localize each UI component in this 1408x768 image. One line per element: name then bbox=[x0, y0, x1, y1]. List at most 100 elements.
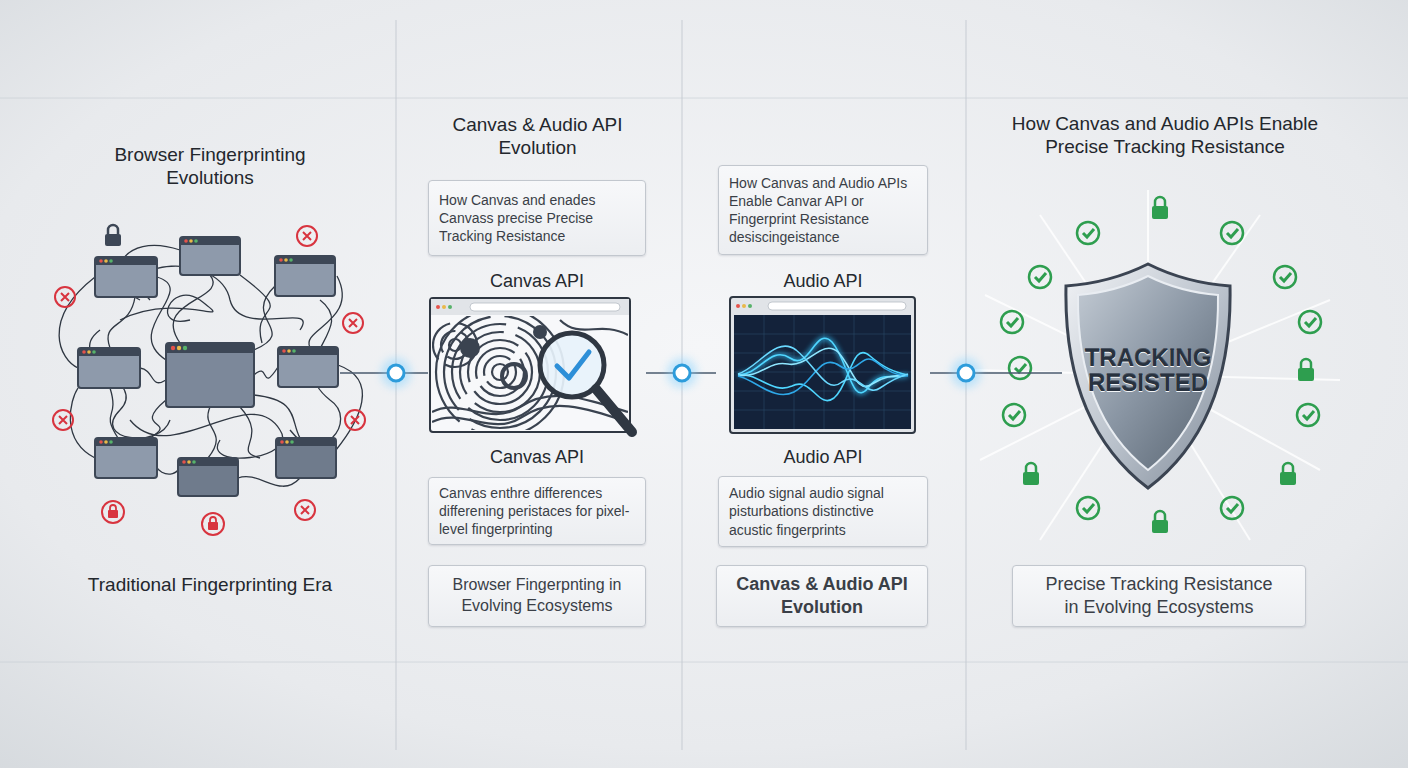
timeline-dot bbox=[381, 358, 411, 388]
browser-window-icons bbox=[282, 349, 286, 353]
timeline-connector bbox=[646, 372, 716, 374]
text-box: Precise Tracking Resistance in Evolving … bbox=[1012, 565, 1306, 627]
tangled-connections bbox=[140, 368, 166, 383]
timeline-dot bbox=[951, 358, 981, 388]
browser-window-icons bbox=[99, 259, 103, 263]
audio-window-illustration bbox=[734, 334, 911, 335]
check-icons bbox=[1029, 266, 1051, 288]
browser-window-icons bbox=[285, 440, 289, 444]
green-lock-icons bbox=[1023, 197, 1314, 533]
canvas-window-illustration bbox=[557, 352, 589, 378]
canvas-window-illustration bbox=[442, 305, 446, 309]
timeline-dot bbox=[381, 358, 411, 388]
check-icons bbox=[1303, 411, 1314, 419]
blocked-icons bbox=[303, 232, 311, 240]
column-label: How Canvas and Audio APIs Enable Precise… bbox=[985, 112, 1345, 158]
canvas-window-illustration bbox=[432, 316, 628, 430]
blocked-icons bbox=[345, 410, 365, 430]
green-lock-icons bbox=[1283, 463, 1293, 472]
tangled-connections bbox=[70, 388, 95, 458]
shield-outline bbox=[1066, 264, 1230, 488]
browser-window-icons bbox=[109, 440, 113, 444]
check-icons bbox=[1221, 222, 1243, 244]
lock-icons bbox=[110, 505, 116, 510]
browser-window-icons bbox=[177, 346, 181, 350]
browser-window-icons bbox=[278, 347, 338, 387]
box-text: How Canvas and Audio APIs Enable Canvar … bbox=[729, 174, 917, 247]
browser-window-icons bbox=[276, 438, 336, 446]
timeline-segment bbox=[340, 372, 428, 374]
green-lock-icons bbox=[1152, 511, 1168, 533]
blocked-icons bbox=[345, 410, 365, 430]
audio-window-illustration bbox=[768, 302, 906, 310]
browser-window-icons bbox=[182, 460, 186, 464]
tangled-connections bbox=[336, 365, 362, 450]
browser-window-node: Canvas APICanvas API bbox=[428, 271, 646, 475]
text-box: Browser Fingerpnting in Evolving Ecosyst… bbox=[428, 565, 646, 627]
browser-window-icons bbox=[276, 438, 336, 478]
browser-window-icons bbox=[287, 349, 291, 353]
tangled-connections bbox=[240, 275, 270, 343]
browser-window-icons bbox=[171, 346, 175, 350]
canvas-window-illustration bbox=[502, 364, 526, 388]
browser-window-icons bbox=[187, 460, 191, 464]
column-label: Canvas & Audio API Evolution bbox=[430, 113, 645, 159]
check-icons bbox=[1083, 504, 1094, 512]
audio-window-illustration bbox=[854, 315, 855, 429]
lock-icons bbox=[105, 225, 121, 246]
audio-window-illustration bbox=[734, 315, 911, 429]
light-rays bbox=[975, 190, 1340, 540]
browser-window-icons bbox=[95, 438, 157, 446]
lock-icons bbox=[208, 522, 218, 530]
browser-window-icons bbox=[95, 257, 157, 297]
green-lock-icons bbox=[1298, 368, 1314, 381]
check-icons bbox=[1077, 497, 1099, 519]
tangled-connections bbox=[59, 245, 362, 486]
audio-window-illustration bbox=[734, 410, 911, 411]
blocked-icons bbox=[295, 500, 315, 520]
browser-window-icons bbox=[289, 258, 293, 262]
browser-window-icons bbox=[292, 349, 296, 353]
browser-window-icons bbox=[178, 458, 238, 496]
blocked-icons bbox=[53, 410, 73, 430]
audio-window-illustration bbox=[734, 353, 911, 354]
audio-window-illustration bbox=[738, 346, 908, 390]
lock-icons bbox=[105, 234, 121, 246]
timeline-dot bbox=[674, 365, 690, 381]
check-icons bbox=[1009, 411, 1020, 419]
check-icons bbox=[1299, 311, 1321, 333]
audio-window-illustration bbox=[748, 304, 752, 308]
browser-window-icons bbox=[189, 239, 193, 243]
check-icons bbox=[1003, 404, 1025, 426]
canvas-window-illustration bbox=[484, 356, 516, 388]
check-icons bbox=[1015, 364, 1026, 372]
check-icons bbox=[1077, 222, 1099, 244]
check-icons bbox=[1077, 222, 1099, 244]
green-lock-icons bbox=[1152, 197, 1168, 219]
browser-window-node: Audio APIAudio API bbox=[716, 271, 930, 475]
canvas-window-illustration bbox=[436, 305, 440, 309]
blocked-icons bbox=[343, 313, 363, 333]
box-text: Precise Tracking Resistance in Evolving … bbox=[1037, 573, 1281, 620]
check-icons bbox=[1274, 266, 1296, 288]
blocked-icons bbox=[301, 506, 309, 514]
audio-window-illustration bbox=[884, 315, 885, 429]
tangled-connections bbox=[156, 458, 178, 474]
browser-window-icons bbox=[99, 440, 103, 444]
text-box: Audio signal audio signal pisturbations … bbox=[718, 476, 928, 547]
audio-window-illustration bbox=[730, 297, 915, 433]
box-text: Audio signal audio signal pisturbations … bbox=[729, 484, 917, 539]
check-icons bbox=[1280, 273, 1291, 281]
heading-text: Audio API bbox=[716, 271, 930, 293]
audio-window-illustration bbox=[736, 304, 740, 308]
green-lock-icons bbox=[1155, 197, 1165, 206]
browser-window-icons bbox=[95, 438, 157, 478]
browser-window-icons bbox=[109, 259, 113, 263]
lock-icons bbox=[108, 225, 118, 234]
browser-window-icons bbox=[275, 256, 335, 264]
blocked-icons bbox=[55, 287, 75, 307]
blocked-icons bbox=[55, 287, 75, 307]
canvas-window-illustration bbox=[460, 332, 540, 412]
timeline-dot bbox=[951, 358, 981, 388]
